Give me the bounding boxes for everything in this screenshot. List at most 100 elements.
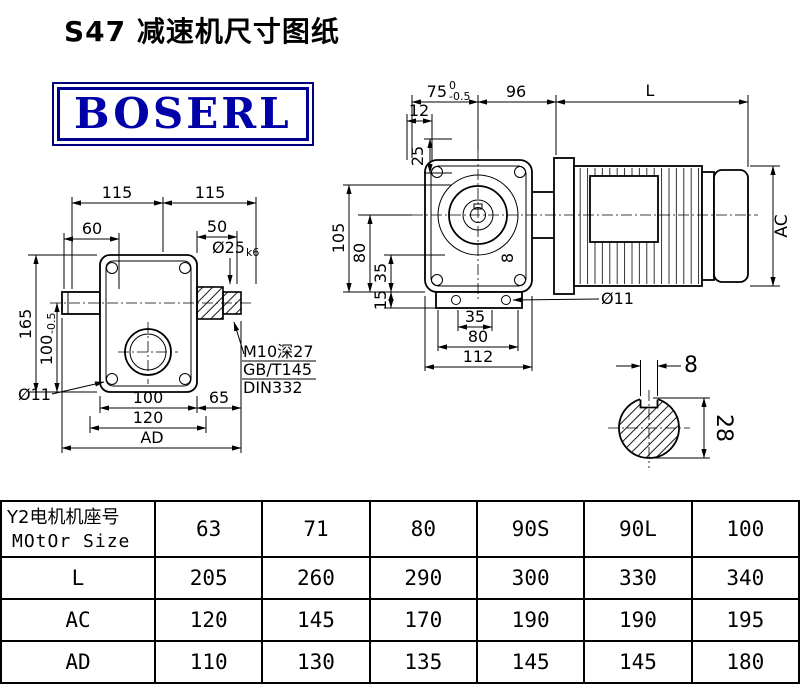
dim-value: 260	[261, 556, 371, 600]
corner-bolt-hole	[179, 262, 191, 274]
motor-endcap	[701, 171, 715, 281]
svg-text:80: 80	[350, 243, 369, 263]
dim-AD: AD	[140, 428, 163, 447]
motor-flange	[553, 157, 575, 295]
dim-value: 290	[368, 556, 478, 600]
motor-size-label-en: MOtOr Size	[12, 531, 131, 553]
dim-value: 190	[475, 598, 586, 642]
svg-text:165: 165	[16, 309, 35, 340]
motor-frame-window	[589, 175, 659, 243]
dim-shaft-diameter: 28	[711, 414, 736, 442]
keyway-notch	[639, 399, 659, 409]
brand-logo: BOSERL	[52, 82, 314, 147]
frame-size-63: 63	[153, 500, 264, 558]
technical-drawing: 115 115 60 50 Ø25 k6 165 100	[16, 79, 792, 468]
motor-size-header-cell: Y2电机机座号 MOtOr Size	[0, 500, 156, 558]
note-standard-2: DIN332	[243, 378, 303, 397]
dim-100-bottom: 100	[133, 388, 164, 407]
svg-text:25: 25	[408, 146, 427, 166]
dim-value: 145	[475, 640, 586, 684]
dim-120: 120	[133, 408, 164, 427]
mounting-feet	[435, 291, 523, 309]
dim-96: 96	[506, 82, 526, 101]
frame-size-90S: 90S	[475, 500, 586, 558]
foot-hole	[451, 295, 461, 305]
table-row-AC: AC 120 145 170 190 190 195	[0, 598, 800, 642]
dim-value: 300	[475, 556, 586, 600]
corner-bolt-hole	[514, 274, 526, 286]
dim-value: 190	[583, 598, 693, 642]
dim-25: 25	[408, 146, 427, 166]
svg-text:100: 100	[37, 335, 56, 366]
svg-text:15: 15	[371, 290, 390, 310]
dim-112: 112	[463, 347, 494, 366]
page-title: S47 减速机尺寸图纸	[64, 15, 340, 48]
dim-80-side: 80	[350, 243, 369, 263]
svg-text:-0.5: -0.5	[45, 313, 58, 334]
svg-text:105: 105	[329, 223, 348, 254]
dim-value: 195	[690, 598, 800, 642]
dim-115-left: 115	[102, 183, 133, 202]
note-standard-1: GB/T145	[243, 360, 312, 379]
dim-75: 75	[427, 82, 447, 101]
svg-text:28: 28	[711, 414, 736, 442]
row-label-L: L	[0, 556, 156, 600]
dim-165: 165	[16, 309, 35, 340]
dim-value: 205	[153, 556, 264, 600]
corner-bolt-hole	[179, 373, 191, 385]
dim-15: 15	[371, 290, 390, 310]
dim-value: 330	[583, 556, 693, 600]
dim-key-width: 8	[684, 353, 698, 378]
frame-size-71: 71	[261, 500, 371, 558]
side-view: 115 115 60 50 Ø25 k6 165 100	[16, 183, 316, 453]
dim-value: 110	[153, 640, 264, 684]
corner-bolt-hole	[106, 373, 118, 385]
dim-value: 170	[368, 598, 478, 642]
corner-bolt-hole	[106, 262, 118, 274]
dim-75-tol-lower: -0.5	[449, 90, 470, 103]
dim-35-side: 35	[371, 263, 390, 283]
dim-L: L	[646, 81, 655, 100]
gearbox-body-side	[99, 254, 198, 393]
table-row-AD: AD 110 130 135 145 145 180	[0, 640, 800, 684]
dim-75-tol-upper: 0	[449, 79, 456, 92]
table-header-row: Y2电机机座号 MOtOr Size 63 71 80 90S 90L 100	[0, 500, 800, 558]
dim-35-bottom: 35	[465, 307, 485, 326]
brand-logo-text: BOSERL	[57, 87, 309, 142]
dim-80-bottom: 80	[468, 327, 488, 346]
frame-size-90L: 90L	[583, 500, 693, 558]
dim-value: 145	[583, 640, 693, 684]
foot-hole	[501, 295, 511, 305]
corner-bolt-hole	[431, 274, 443, 286]
dim-value: 120	[153, 598, 264, 642]
svg-text:35: 35	[371, 263, 390, 283]
svg-text:AC: AC	[772, 214, 792, 237]
frame-size-100: 100	[690, 500, 800, 558]
dim-value: 130	[261, 640, 371, 684]
frame-size-80: 80	[368, 500, 478, 558]
dim-shaft-fit: k6	[246, 246, 259, 259]
dim-hole-dia-front: Ø11	[601, 289, 634, 308]
corner-bolt-hole	[514, 166, 526, 178]
dim-AC: AC	[772, 214, 792, 237]
motor-size-label-cn: Y2电机机座号	[7, 507, 120, 529]
dim-60: 60	[82, 219, 102, 238]
dim-value: 180	[690, 640, 800, 684]
dim-value: 340	[690, 556, 800, 600]
dim-50: 50	[207, 217, 227, 236]
dim-8-keyway: 8	[498, 253, 517, 263]
shaft-key-section: 8 28	[608, 353, 736, 468]
row-label-AD: AD	[0, 640, 156, 684]
dim-shaft-dia: Ø25	[212, 238, 245, 257]
table-row-L: L 205 260 290 300 330 340	[0, 556, 800, 600]
dim-105: 105	[329, 223, 348, 254]
motor-dimension-table: Y2电机机座号 MOtOr Size 63 71 80 90S 90L 100 …	[0, 500, 800, 684]
front-view: 75 0 -0.5 96 L 12 25	[329, 79, 792, 371]
dim-hole-dia-side: Ø11	[18, 385, 51, 404]
svg-text:8: 8	[498, 253, 517, 263]
dim-value: 145	[261, 598, 371, 642]
note-tapped-hole: M10深27	[243, 342, 314, 361]
dim-12: 12	[409, 101, 429, 120]
fan-cover	[713, 169, 749, 283]
